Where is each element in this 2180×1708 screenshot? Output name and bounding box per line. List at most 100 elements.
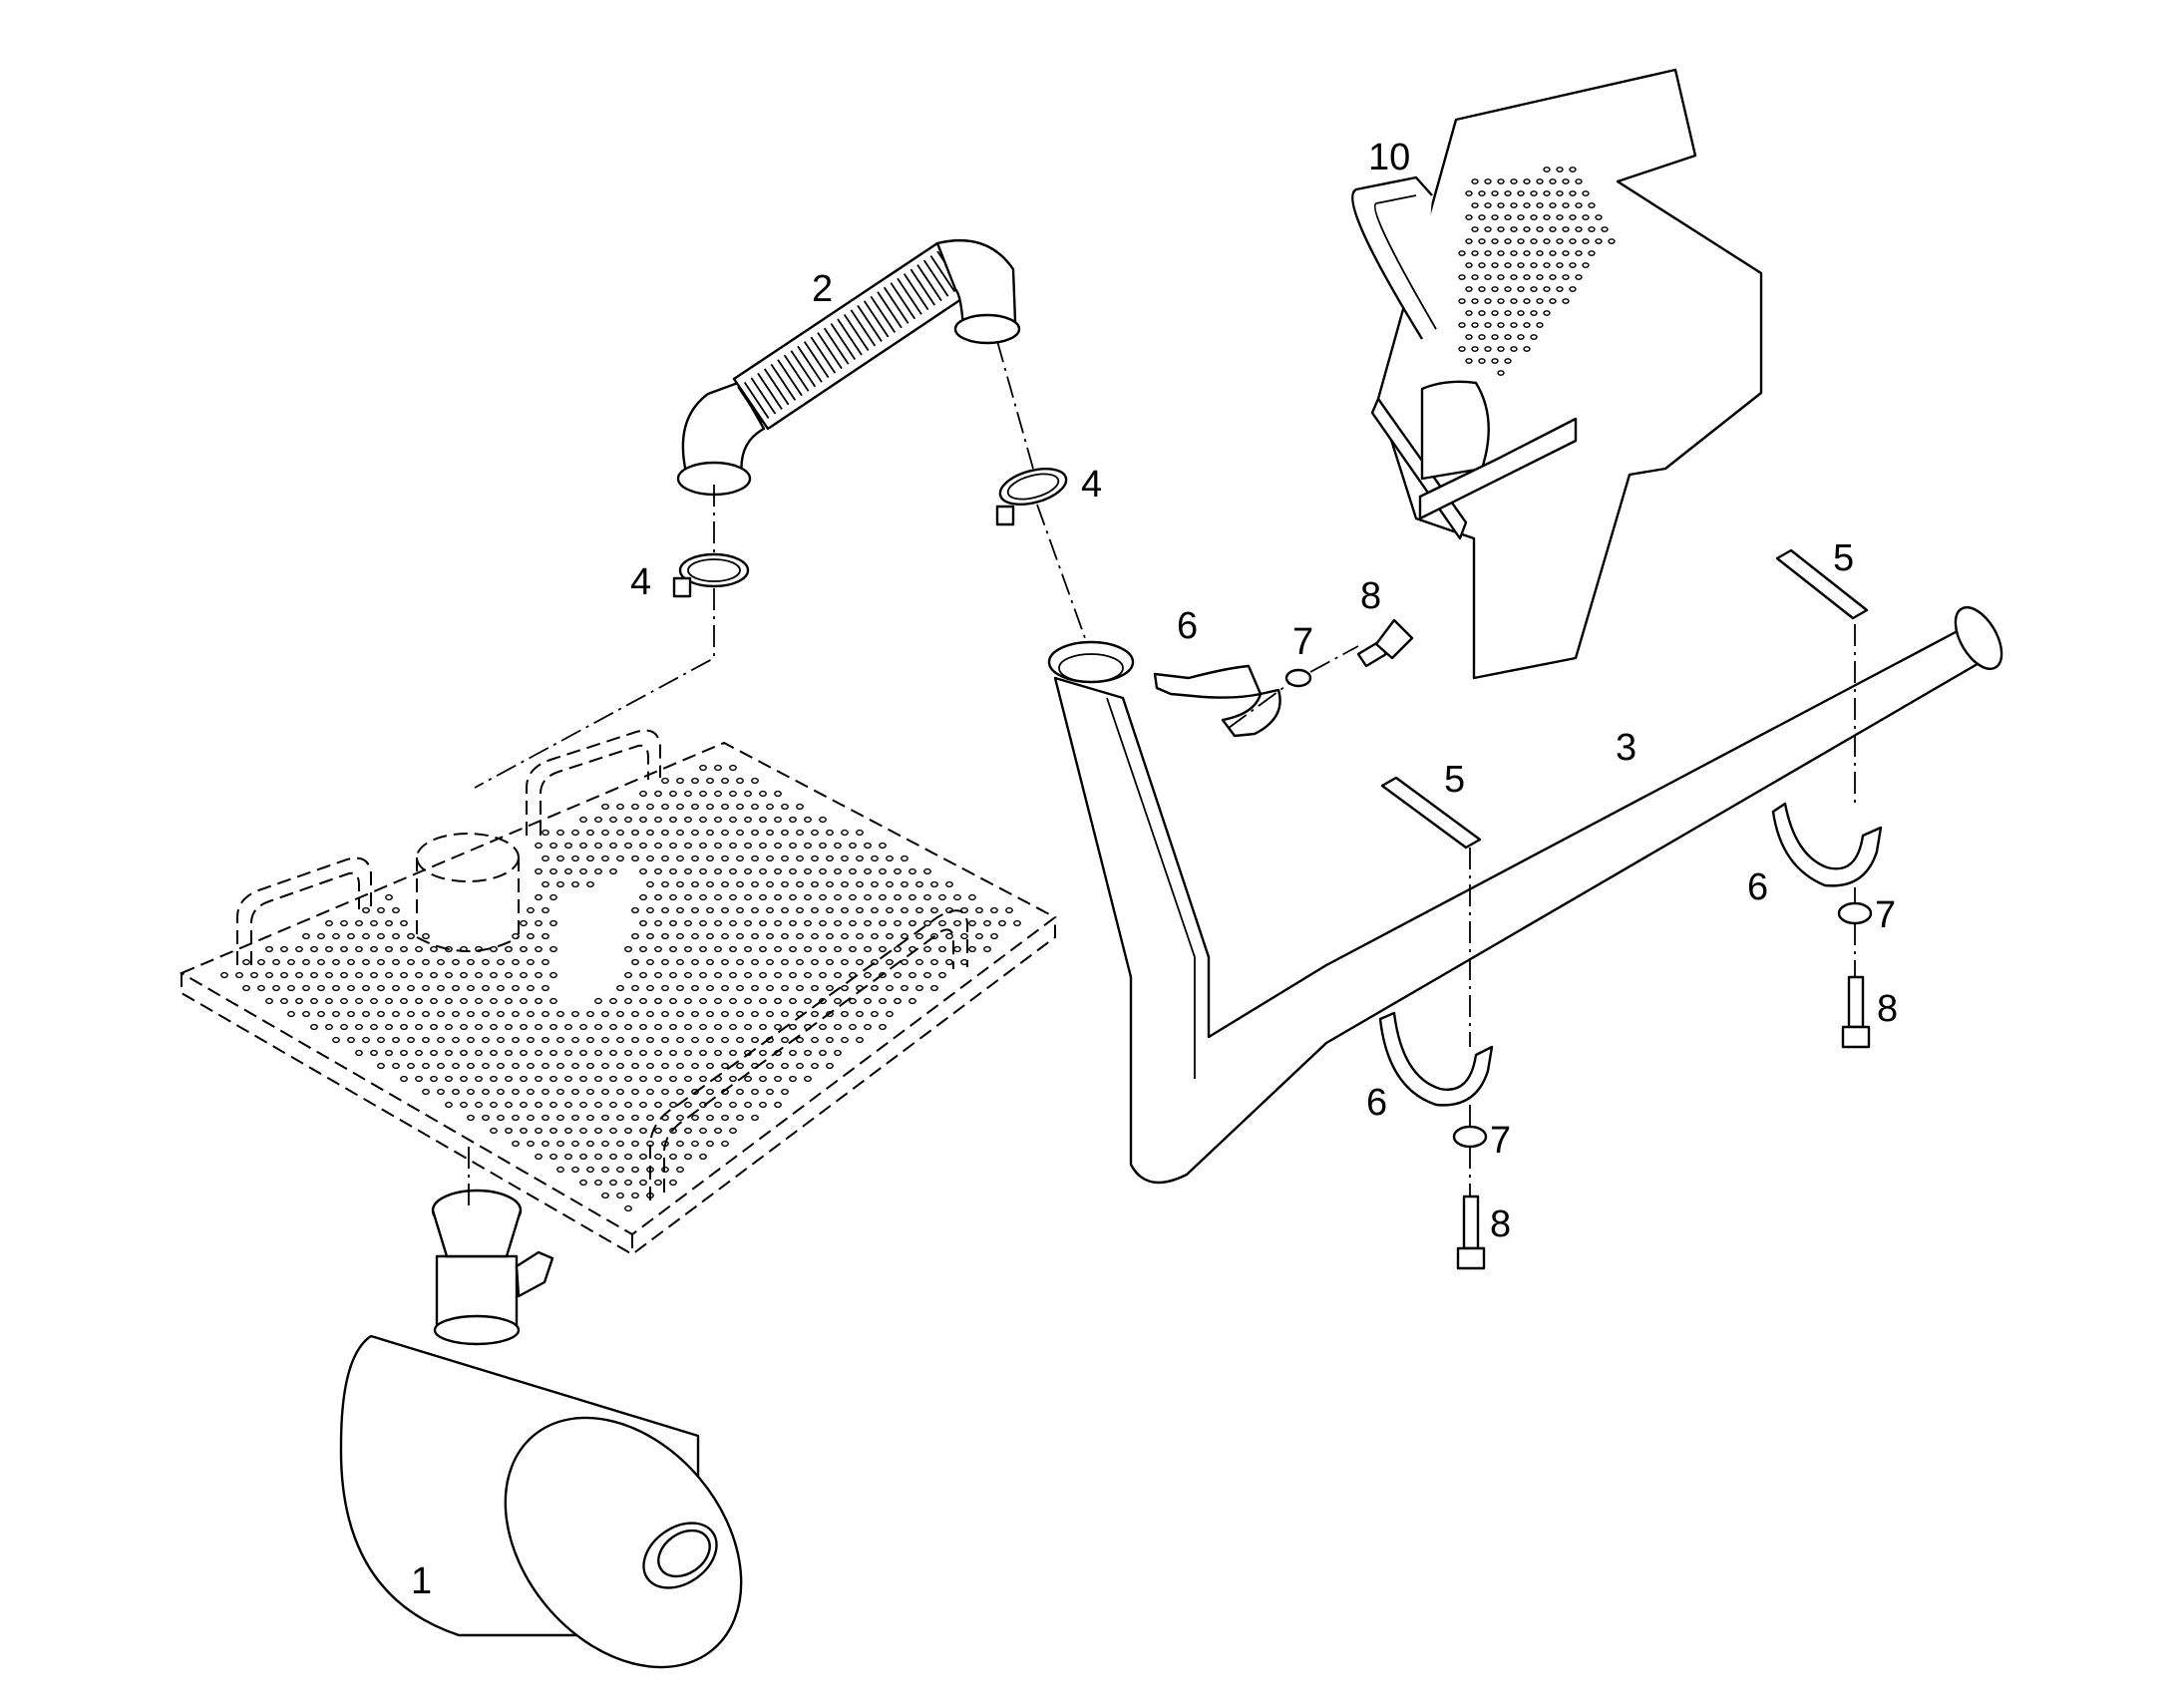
perforation-hole [781, 880, 789, 888]
perforation-hole [879, 919, 887, 927]
perforation-hole [549, 1075, 557, 1083]
perforation-hole [729, 893, 737, 901]
perforation-hole [1465, 238, 1473, 244]
perforation-hole [1536, 250, 1544, 256]
hose-rib [777, 359, 803, 397]
perforation-hole [669, 842, 677, 850]
perforation-hole [482, 984, 490, 992]
perforation-hole [699, 1127, 707, 1135]
perforation-hole [437, 984, 445, 992]
perforation-hole [744, 1075, 752, 1083]
perforation-hole [624, 971, 632, 979]
perforation-hole [549, 867, 557, 875]
perforation-hole [684, 1101, 692, 1109]
perforation-hole [744, 790, 752, 798]
perforation-hole [706, 880, 714, 888]
perforation-hole [639, 1127, 647, 1135]
perforation-hole [676, 906, 684, 914]
perforation-hole [1497, 298, 1505, 304]
perforation-hole [505, 945, 513, 953]
perforation-hole [445, 997, 453, 1005]
perforation-hole [736, 984, 744, 992]
perforation-hole [1510, 274, 1518, 280]
perforation-hole [684, 1049, 692, 1057]
perforation-hole [601, 1114, 609, 1122]
perforation-hole [834, 842, 842, 850]
perforation-hole [766, 958, 774, 966]
perforation-hole [586, 1088, 594, 1096]
perforation-hole [721, 777, 729, 785]
perforation-hole [1523, 250, 1531, 256]
perforation-hole [804, 971, 812, 979]
perforation-hole [422, 1062, 430, 1070]
hose-rib [897, 277, 922, 315]
perforation-hole [684, 1153, 692, 1161]
perforation-hole [490, 1023, 498, 1031]
perforation-hole [721, 880, 729, 888]
perforation-hole [654, 1075, 662, 1083]
perforation-hole [669, 1075, 677, 1083]
perforation-hole [1575, 250, 1583, 256]
perforation-hole [302, 958, 310, 966]
callout-clamp-upper-left: 4 [630, 561, 651, 603]
perforation-hole [676, 880, 684, 888]
perforation-hole [796, 984, 804, 992]
perforation-hole [654, 790, 662, 798]
perforation-hole [781, 1088, 789, 1096]
perforation-hole [706, 803, 714, 811]
perforation-hole [505, 1023, 513, 1031]
perforation-hole [849, 919, 857, 927]
perforation-hole [774, 842, 782, 850]
callout-washer-upper: 7 [1292, 621, 1313, 663]
perforation-hole [1478, 238, 1486, 244]
perforation-hole [676, 1062, 684, 1070]
callout-washer-right: 7 [1875, 894, 1896, 936]
perforation-hole [691, 880, 699, 888]
perforation-hole [646, 1088, 654, 1096]
perforation-hole [826, 958, 834, 966]
perforation-hole [759, 997, 767, 1005]
perforation-hole [325, 997, 333, 1005]
perforation-hole [392, 1062, 400, 1070]
perforation-hole [571, 880, 579, 888]
perforation-hole [310, 997, 318, 1005]
perforation-hole [781, 932, 789, 940]
perforation-hole [616, 1140, 624, 1148]
perforation-hole [1556, 238, 1564, 244]
perforation-hole [497, 1114, 505, 1122]
perforation-hole [1005, 906, 1013, 914]
perforation-hole [796, 906, 804, 914]
perforation-hole [571, 1166, 579, 1174]
perforation-hole [654, 816, 662, 824]
perforation-hole [864, 842, 872, 850]
perforation-hole [631, 854, 639, 862]
perforation-hole [467, 1114, 475, 1122]
perforation-hole [706, 777, 714, 785]
perforation-hole [684, 997, 692, 1005]
perforation-hole [646, 854, 654, 862]
perforation-hole [1465, 310, 1473, 316]
perforation-hole [1497, 370, 1505, 376]
perforation-hole [804, 997, 812, 1005]
perforation-hole [609, 1127, 617, 1135]
perforation-hole [751, 1114, 759, 1122]
perforation-hole [340, 919, 348, 927]
perforation-hole [923, 893, 931, 901]
perforation-hole [759, 971, 767, 979]
hose-to-plate-centerline [474, 485, 715, 789]
perforation-hole [826, 984, 834, 992]
callout-bracket-upper: 6 [1177, 605, 1198, 647]
perforation-hole [901, 906, 908, 914]
perforation-hole [579, 1153, 587, 1161]
perforation-hole [714, 790, 722, 798]
hose-rib [870, 295, 897, 333]
perforation-hole [1543, 190, 1551, 196]
perforation-hole [684, 893, 692, 901]
perforation-hole [310, 971, 318, 979]
perforation-hole [385, 997, 393, 1005]
perforation-hole [1013, 919, 1021, 927]
perforation-hole [751, 777, 759, 785]
perforation-hole [527, 1062, 535, 1070]
perforation-hole [759, 867, 767, 875]
perforation-hole [505, 1075, 513, 1083]
